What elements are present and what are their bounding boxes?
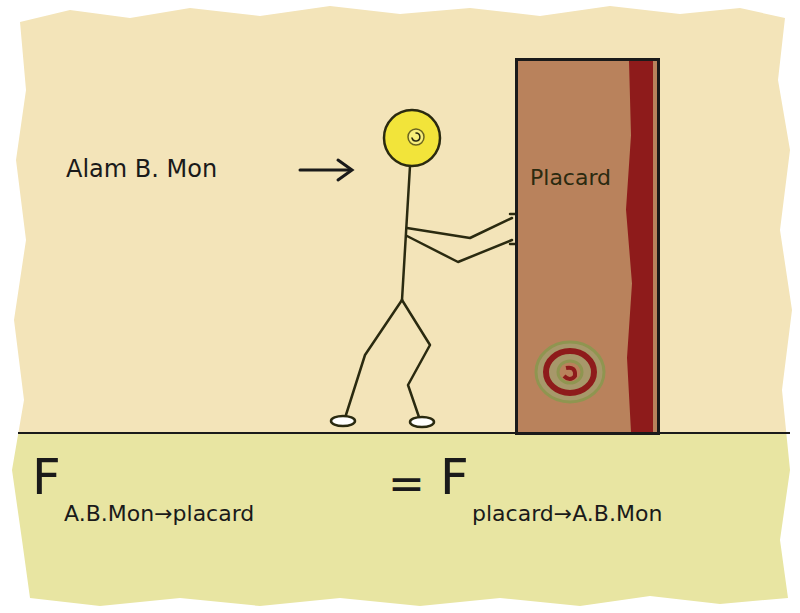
placard-door: Placard — [515, 58, 660, 435]
ground-line — [18, 432, 790, 434]
equals-sign: = — [388, 462, 425, 506]
door-swirl — [536, 342, 604, 402]
person-name: Alam B. Mon — [66, 157, 217, 181]
callout-arrow — [300, 160, 352, 180]
door-label: Placard — [530, 165, 611, 190]
wall — [0, 0, 800, 433]
door-stripe — [626, 61, 653, 432]
floor-band — [0, 433, 800, 613]
door-decoration — [518, 61, 657, 432]
force-symbol: F — [440, 452, 469, 502]
force-symbol: F — [32, 452, 61, 502]
force-subscript: A.B.Mon→placard — [64, 503, 254, 525]
force-subscript: placard→A.B.Mon — [472, 503, 662, 525]
stick-figure — [331, 110, 516, 427]
